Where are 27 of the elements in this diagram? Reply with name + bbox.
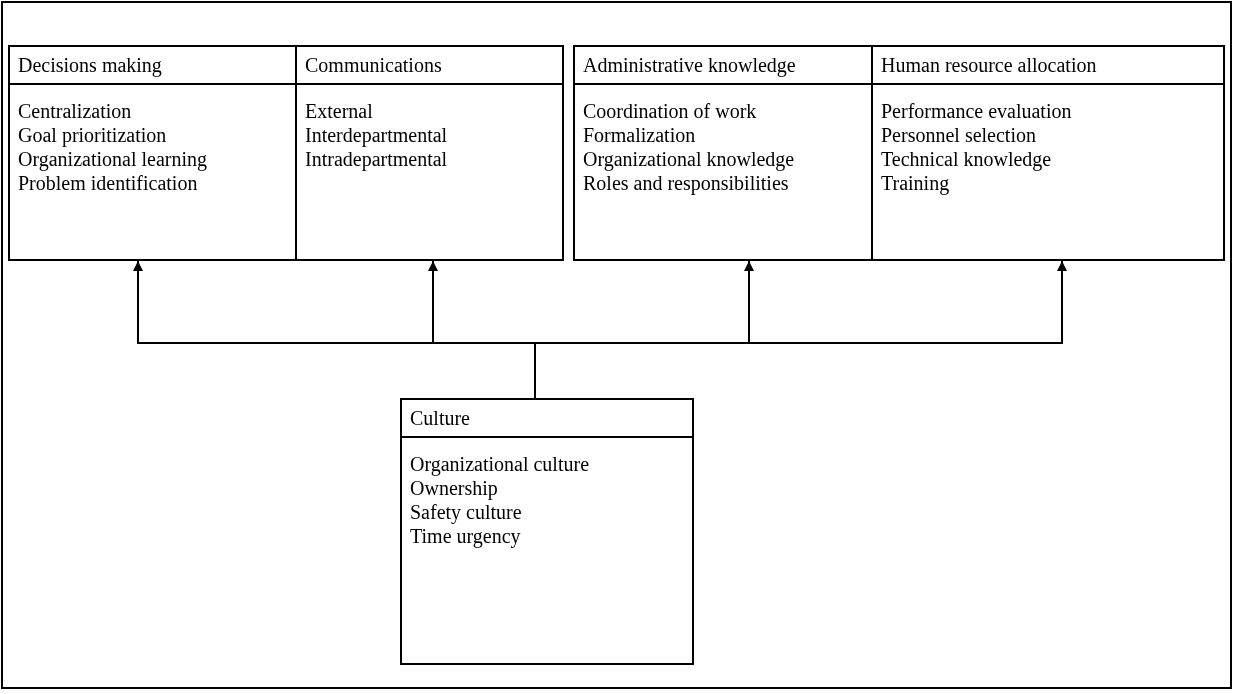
list-item: Organizational learning xyxy=(18,147,208,171)
list-item: Interdepartmental xyxy=(305,123,449,147)
list-item: Time urgency xyxy=(410,524,522,548)
list-item: Roles and responsibilities xyxy=(583,171,790,195)
list-item: Technical knowledge xyxy=(881,147,1053,171)
list-item: Performance evaluation xyxy=(881,99,1073,123)
list-item: Safety culture xyxy=(410,500,523,524)
category-box xyxy=(871,45,1225,261)
list-item: Problem identification xyxy=(18,171,199,195)
list-item: Training xyxy=(881,171,951,195)
list-item: Organizational knowledge xyxy=(583,147,796,171)
category-box xyxy=(8,45,297,261)
list-item: External xyxy=(305,99,374,123)
list-item: Coordination of work xyxy=(583,99,758,123)
category-box xyxy=(295,45,564,261)
list-item: Organizational culture xyxy=(410,452,590,476)
list-item: Goal prioritization xyxy=(18,123,168,147)
list-item: Centralization xyxy=(18,99,133,123)
box-heading: Communications xyxy=(297,47,562,85)
category-box xyxy=(573,45,873,261)
box-heading: Human resource allocation xyxy=(873,47,1223,85)
box-heading: Culture xyxy=(402,400,692,438)
list-item: Intradepartmental xyxy=(305,147,449,171)
list-item: Ownership xyxy=(410,476,499,500)
category-box xyxy=(400,398,694,665)
list-item: Formalization xyxy=(583,123,697,147)
list-item: Personnel selection xyxy=(881,123,1037,147)
